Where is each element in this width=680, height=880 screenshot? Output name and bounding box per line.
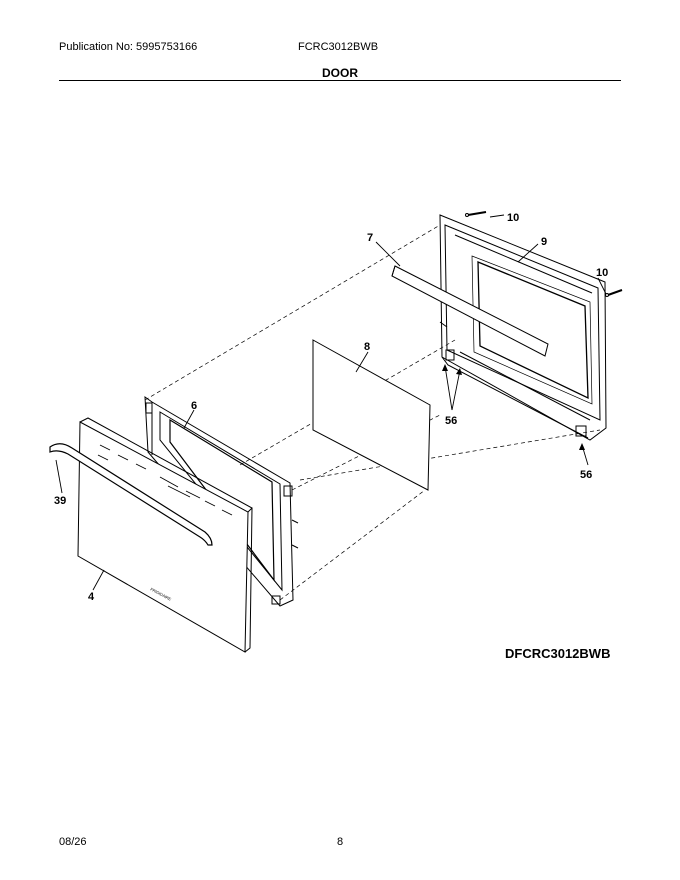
glass-panel [312,339,431,491]
callout-10-top: 10 [507,212,519,224]
inner-door-panel [439,214,607,441]
callout-8: 8 [364,341,370,353]
callout-7: 7 [367,232,373,244]
door-handle [49,443,213,546]
section-title: DOOR [322,66,358,80]
leader-arrows [442,364,585,450]
outer-door-panel [77,417,253,653]
footer-date: 08/26 [59,836,87,848]
hinge-pin-right [605,289,623,297]
callout-56-right: 56 [580,469,592,481]
door-seal-strip [391,265,549,357]
callout-39: 39 [54,495,66,507]
publication-number: Publication No: 5995753166 [59,41,198,53]
callout-9: 9 [541,236,547,248]
alignment-lines [144,224,601,601]
callout-56-left: 56 [445,415,457,427]
model-number: FCRC3012BWB [298,41,379,53]
door-frame [144,395,299,607]
page-number: 8 [337,836,344,848]
callout-4: 4 [88,591,95,603]
callout-10-right: 10 [596,267,608,279]
hinge-pin-top [465,211,487,217]
header-rule [59,80,621,81]
diagram-code: DFCRC3012BWB [505,646,610,661]
callout-6: 6 [191,400,197,412]
